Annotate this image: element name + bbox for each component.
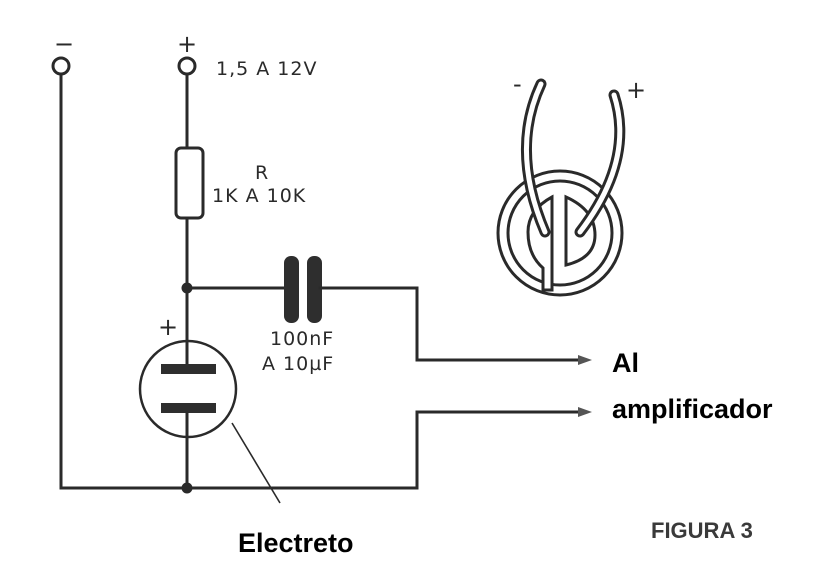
electret-polarity-sign: + [158,313,178,341]
junction-node-bottom [181,482,193,494]
electret-label: Electreto [238,528,354,558]
signal-output-wire [318,286,582,362]
electret-plate-top [161,364,216,374]
ground-bus-wire [59,410,582,490]
capacitor-range-line1: 100nF [270,328,334,350]
positive-terminal [177,56,197,76]
capacitor-plate-right [307,256,322,323]
capacitor-range-line2: A 10µF [262,353,334,375]
capacitor-plate-left [284,256,299,323]
capsule-positive-sign: + [626,76,646,104]
negative-terminal-sign: − [54,30,74,58]
output-label-line1: Al [612,348,639,378]
electret-leader-line [231,422,281,504]
resistor-name: R [255,162,269,184]
negative-terminal [51,56,71,76]
positive-terminal-sign: + [177,30,197,58]
capsule-negative-sign: - [513,70,522,98]
ground-output-arrow-icon [578,407,592,417]
resistor-range-label: 1K A 10K [212,185,306,207]
supply-rating-label: 1,5 A 12V [216,58,317,80]
electret-capsule-drawing: - + [496,70,646,297]
electret-plate-bottom [161,403,216,413]
resistor [174,146,205,220]
output-label-line2: amplificador [612,394,773,424]
figure-caption: FIGURA 3 [651,518,753,543]
signal-output-arrow-icon [578,355,592,365]
